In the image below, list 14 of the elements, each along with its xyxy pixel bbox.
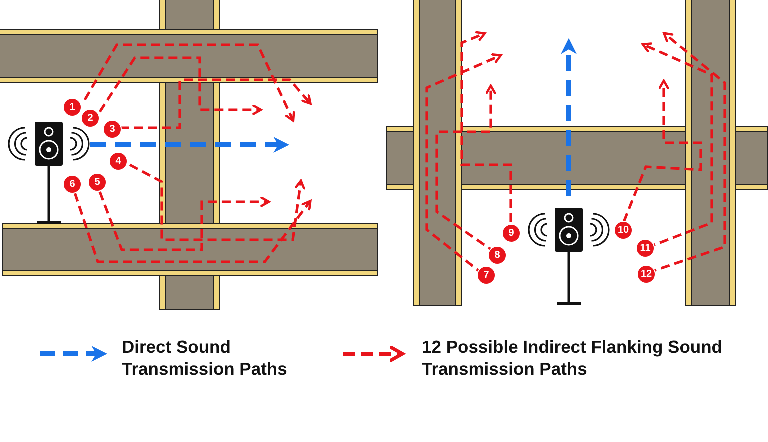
callout-number: 11 [636,239,655,258]
callout-number: 8 [488,246,507,265]
callout-number: 7 [477,266,496,285]
callout-number: 10 [614,221,633,240]
callout-number: 3 [103,120,122,139]
callout-number: 1 [63,98,82,117]
callout-number: 4 [109,152,128,171]
callout-number: 6 [63,175,82,194]
callout-number: 5 [88,173,107,192]
callout-number: 9 [502,224,521,243]
legend-label: Direct Sound Transmission Paths [122,336,288,380]
callout-number: 12 [637,265,656,284]
legend-label: 12 Possible Indirect Flanking Sound Transmission Paths [422,336,724,380]
callout-number: 2 [81,109,100,128]
